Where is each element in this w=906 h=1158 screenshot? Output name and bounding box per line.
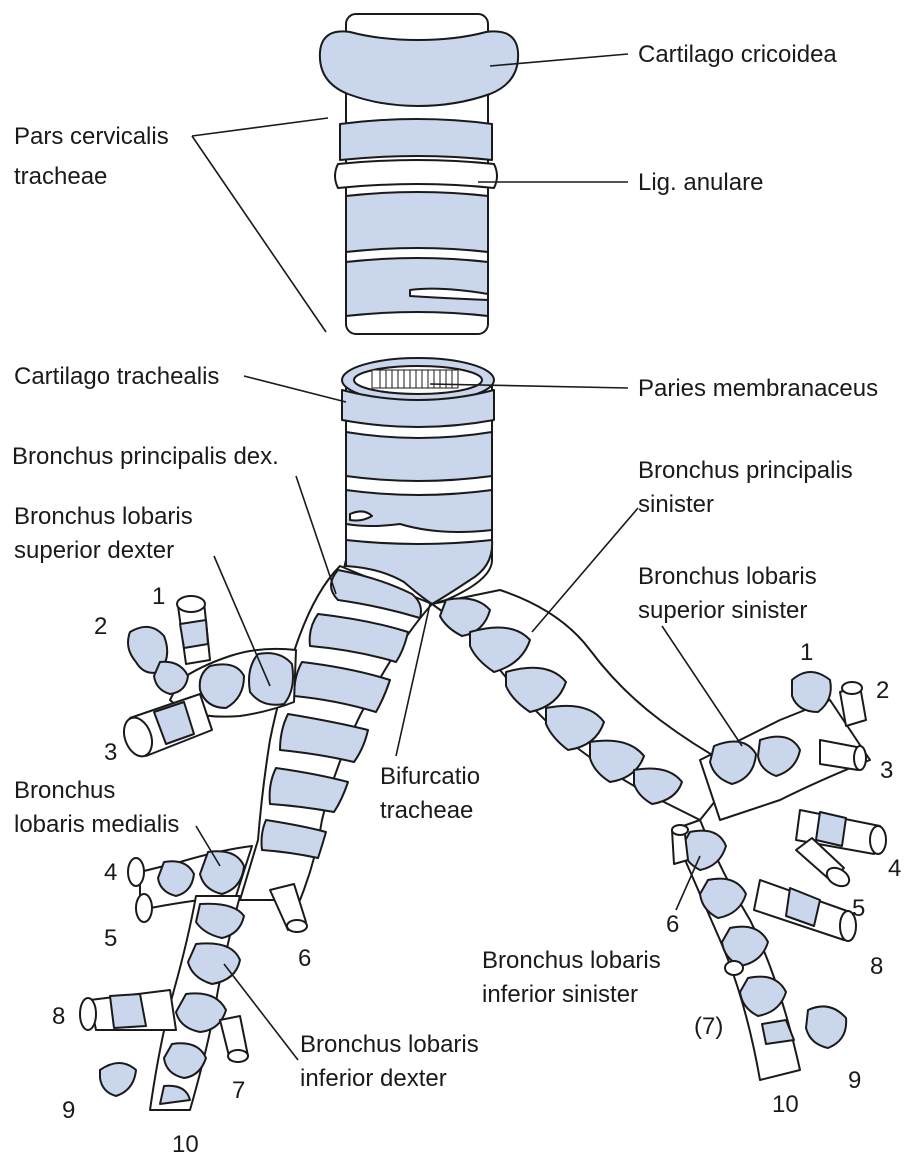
label-lobaris-medialis-1: Bronchus — [14, 777, 115, 804]
segment-8-right-opening — [80, 998, 96, 1030]
label-bifurcatio-2: tracheae — [380, 797, 473, 824]
seg-num-left-2: 2 — [876, 677, 889, 704]
segment-9-right-ring — [100, 1063, 136, 1096]
seg-num-right-4: 4 — [104, 859, 117, 886]
label-lobaris-sup-dex-2: superior dexter — [14, 537, 174, 564]
seg-num-right-2: 2 — [94, 613, 107, 640]
lower-ring-2 — [346, 432, 492, 481]
segment-9-left-ring — [806, 1006, 846, 1048]
label-pars-cervicalis-2: tracheae — [14, 163, 107, 190]
label-lobaris-sup-sin-2: superior sinister — [638, 597, 807, 624]
seg-num-right-7: 7 — [232, 1077, 245, 1104]
seg-num-left-8: 8 — [870, 953, 883, 980]
label-bronchus-principalis-sin-1: Bronchus principalis — [638, 457, 853, 484]
label-pars-cervicalis-1: Pars cervicalis — [14, 123, 169, 150]
label-lobaris-sup-dex-1: Bronchus lobaris — [14, 503, 193, 530]
label-lobaris-inf-dex-2: inferior dexter — [300, 1065, 447, 1092]
segment-1-right-opening — [177, 596, 205, 612]
seg-num-right-8: 8 — [52, 1003, 65, 1030]
right-superior-lobar-bronchus — [119, 596, 296, 760]
segment-1-left-ring — [792, 672, 831, 712]
label-paries-membranaceus: Paries membranaceus — [638, 375, 878, 402]
leader-bronchus-principalis-dex — [296, 476, 336, 594]
tracheal-ring-3 — [346, 258, 488, 316]
segment-6-right-opening — [287, 920, 307, 932]
annular-ligament — [335, 160, 497, 188]
seg-num-right-9: 9 — [62, 1097, 75, 1124]
label-cartilago-cricoidea: Cartilago cricoidea — [638, 41, 837, 68]
segment-4-left-opening — [870, 826, 886, 854]
label-lobaris-medialis-2: lobaris medialis — [14, 811, 179, 838]
seg-num-left-9: 9 — [848, 1067, 861, 1094]
leader-cartilago-trachealis — [244, 376, 346, 402]
right-inferior-lobar-bronchus — [80, 884, 307, 1110]
seg-num-left-3: 3 — [880, 757, 893, 784]
seg-num-left-6: 6 — [666, 911, 679, 938]
segment-4-right-opening — [128, 858, 144, 886]
label-lig-anulare: Lig. anulare — [638, 169, 763, 196]
leader-pars-cervicalis-b — [192, 136, 326, 332]
right-superior-lobar-ring — [249, 653, 293, 705]
segment-6-left-opening — [672, 825, 688, 835]
label-bifurcatio-1: Bifurcatio — [380, 763, 480, 790]
lower-ring-3 — [346, 490, 492, 532]
seg-num-right-1: 1 — [152, 583, 165, 610]
leader-bronchus-principalis-sin — [532, 508, 638, 632]
seg-num-left-7: (7) — [694, 1013, 723, 1040]
segment-4-left-ring — [816, 812, 846, 846]
seg-num-right-10: 10 — [172, 1131, 199, 1158]
label-lobaris-inf-sin-1: Bronchus lobaris — [482, 947, 661, 974]
leader-pars-cervicalis-a — [192, 118, 328, 136]
segment-2-left-opening — [842, 682, 862, 694]
paries-membranaceus-hatch — [372, 370, 458, 388]
segment-5-right-opening — [136, 894, 152, 922]
seg-num-left-4: 4 — [888, 855, 901, 882]
segment-3-left-opening — [854, 746, 866, 770]
label-cartilago-trachealis: Cartilago trachealis — [14, 363, 219, 390]
right-main-ring-5 — [270, 768, 348, 812]
seg-num-left-5: 5 — [852, 895, 865, 922]
cricoid-cartilage — [320, 31, 518, 106]
label-lobaris-inf-sin-2: inferior sinister — [482, 981, 638, 1008]
tracheal-ring-1 — [340, 119, 492, 160]
label-lobaris-sup-sin-1: Bronchus lobaris — [638, 563, 817, 590]
right-main-bronchus — [240, 566, 432, 900]
cervical-trachea — [320, 14, 518, 334]
label-bronchus-principalis-dex: Bronchus principalis dex. — [12, 443, 279, 470]
leader-lobaris-sup-sin — [662, 626, 742, 746]
left-superior-lobar-bronchus — [700, 672, 886, 890]
segment-8-right-ring — [110, 994, 146, 1028]
label-bronchus-principalis-sin-2: sinister — [638, 491, 714, 518]
tracheal-ring-2 — [346, 192, 488, 252]
segment-2-right-ring-b — [154, 662, 188, 694]
seg-num-right-6: 6 — [298, 945, 311, 972]
label-lobaris-inf-dex-1: Bronchus lobaris — [300, 1031, 479, 1058]
seg-num-left-10: 10 — [772, 1091, 799, 1118]
lower-trachea — [320, 358, 494, 604]
segment-7-right-opening — [228, 1050, 248, 1062]
segment-1-right-ring — [180, 620, 208, 648]
seg-num-right-5: 5 — [104, 925, 117, 952]
seg-num-left-1: 1 — [800, 639, 813, 666]
segment-7-left-opening — [725, 961, 743, 975]
seg-num-right-3: 3 — [104, 739, 117, 766]
